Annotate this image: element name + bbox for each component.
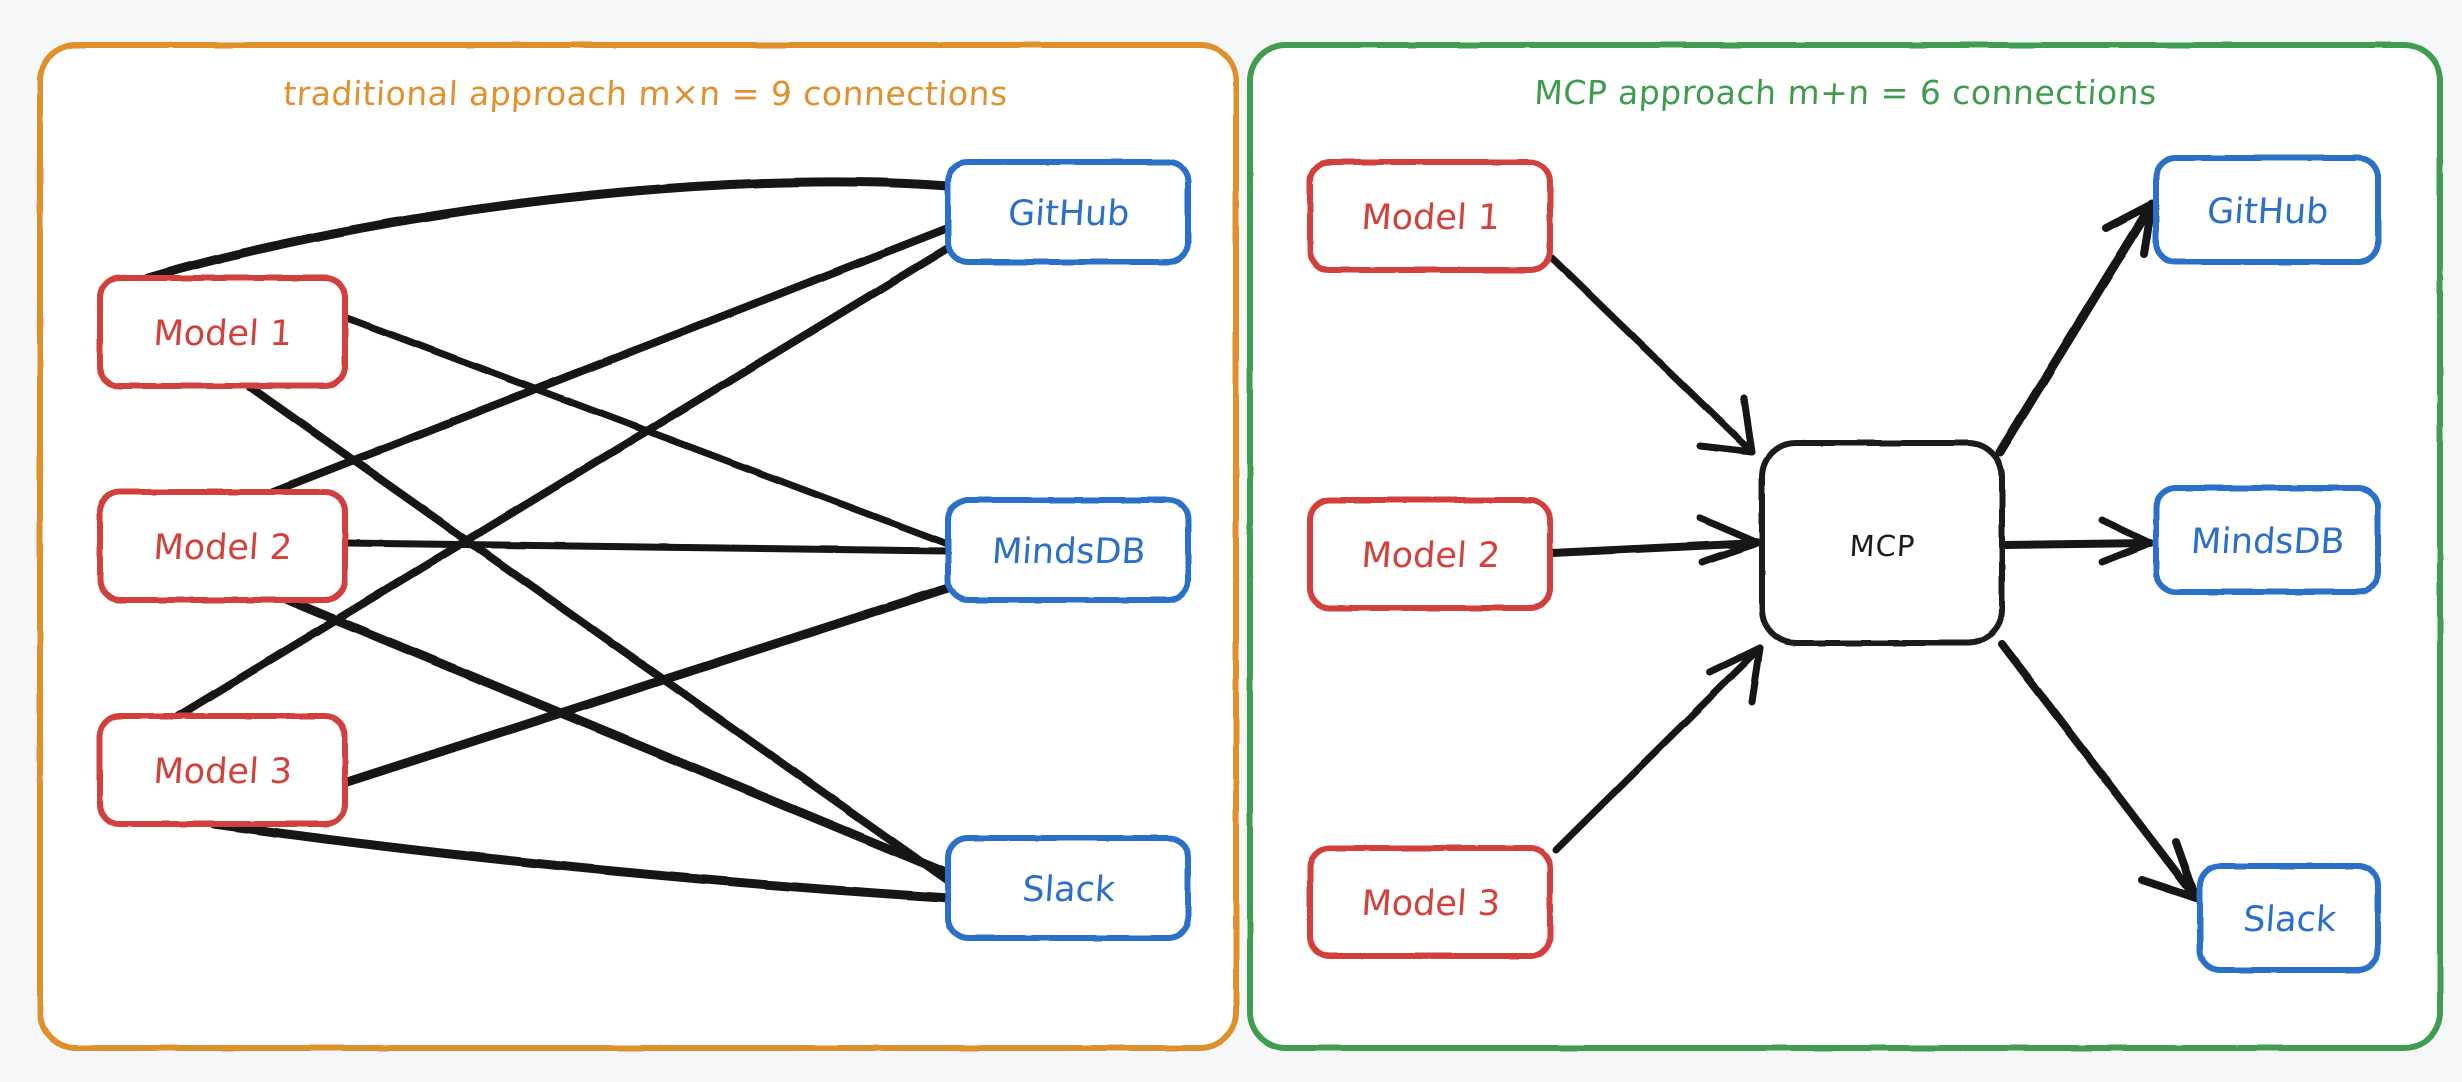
edge-model3-github [174, 244, 952, 720]
panel-mcp-title: MCP approach m+n = 6 connections [1533, 73, 2158, 112]
edge-model1-github [143, 177, 953, 283]
edge-model3-mindsdb [342, 583, 953, 787]
traditional-service-boxes: GitHub MindsDB Slack [945, 159, 1191, 941]
node-github[interactable]: GitHub [945, 159, 1191, 265]
mcp-service-boxes: GitHub MindsDB Slack [2153, 155, 2381, 973]
node-mindsdb-shape [945, 497, 1191, 603]
node-mcp-slack[interactable]: Slack [2197, 863, 2381, 973]
traditional-connectors [143, 177, 957, 903]
node-github-shape [945, 159, 1191, 265]
node-mindsdb-label: MindsDB [991, 531, 1147, 572]
panel-traditional-title: traditional approach m×n = 9 connections [282, 74, 1009, 113]
node-model-1-label: Model 1 [152, 313, 293, 354]
node-model-1-shape [97, 275, 348, 389]
node-mcp-model-1-label: Model 1 [1360, 197, 1501, 238]
node-mcp-model-3-shape [1307, 845, 1553, 959]
edge-model1-slack [246, 383, 954, 886]
node-mcp-mindsdb-label: MindsDB [2190, 521, 2346, 562]
node-github-label: GitHub [1007, 193, 1131, 234]
arrowhead-mcp-to-github [2102, 200, 2156, 258]
node-model-3-shape [97, 713, 348, 827]
edge-mcp-to-mindsdb [2000, 539, 2154, 549]
node-mcp-model-2-shape [1307, 497, 1553, 611]
node-model-3-label: Model 3 [152, 751, 293, 792]
node-model-2-label: Model 2 [152, 527, 293, 568]
node-mcp-slack-shape [2197, 863, 2381, 973]
node-slack[interactable]: Slack [945, 835, 1191, 941]
node-mcp-slack-label: Slack [2242, 899, 2338, 940]
edge-mcp-to-slack [1998, 640, 2200, 902]
edge-model2-slack [283, 595, 957, 880]
node-mindsdb[interactable]: MindsDB [945, 497, 1191, 603]
edge-m3-to-mcp [1552, 644, 1764, 854]
edge-m1-to-mcp [1548, 254, 1756, 456]
node-model-1[interactable]: Model 1 [97, 275, 348, 389]
node-mcp-github-shape [2153, 155, 2381, 265]
arrowhead-mcp-to-slack [2138, 838, 2200, 902]
node-mcp-model-3[interactable]: Model 3 [1307, 845, 1553, 959]
node-mcp-github[interactable]: GitHub [2153, 155, 2381, 265]
node-mcp-model-3-label: Model 3 [1360, 883, 1501, 924]
node-model-3[interactable]: Model 3 [97, 713, 348, 827]
arrowhead-m3-to-mcp [1706, 644, 1764, 706]
edge-model2-github [268, 224, 952, 496]
node-mcp-mindsdb[interactable]: MindsDB [2153, 485, 2381, 595]
node-model-2-shape [97, 489, 348, 603]
node-mcp-hub-label: MCP [1849, 529, 1917, 563]
edge-model3-slack [209, 819, 955, 903]
mcp-model-boxes: Model 1 Model 2 Model 3 [1307, 159, 1553, 959]
node-model-2[interactable]: Model 2 [97, 489, 348, 603]
panel-traditional: traditional approach m×n = 9 connections [37, 42, 1239, 1051]
mcp-connectors [1548, 199, 2200, 902]
node-slack-shape [945, 835, 1191, 941]
arrowhead-mcp-to-mindsdb [2098, 516, 2154, 566]
node-mcp-hub[interactable]: MCP [1759, 440, 2005, 646]
node-slack-label: Slack [1021, 869, 1117, 910]
node-mcp-hub-shape [1759, 440, 2005, 646]
panel-mcp: MCP approach m+n = 6 connections [1247, 42, 2443, 1051]
node-mcp-github-label: GitHub [2206, 191, 2330, 232]
edge-model2-mindsdb [343, 539, 952, 555]
node-mcp-model-1-shape [1307, 159, 1553, 273]
node-mcp-model-2[interactable]: Model 2 [1307, 497, 1553, 611]
node-mcp-mindsdb-shape [2153, 485, 2381, 595]
arrowhead-m2-to-mcp [1696, 514, 1762, 566]
arrowhead-m1-to-mcp [1696, 394, 1756, 456]
traditional-model-boxes: Model 1 Model 2 Model 3 [97, 275, 348, 827]
node-mcp-model-2-label: Model 2 [1360, 535, 1501, 576]
edge-mcp-to-github [1995, 199, 2157, 457]
node-mcp-model-1[interactable]: Model 1 [1307, 159, 1553, 273]
edge-m2-to-mcp [1548, 539, 1762, 557]
